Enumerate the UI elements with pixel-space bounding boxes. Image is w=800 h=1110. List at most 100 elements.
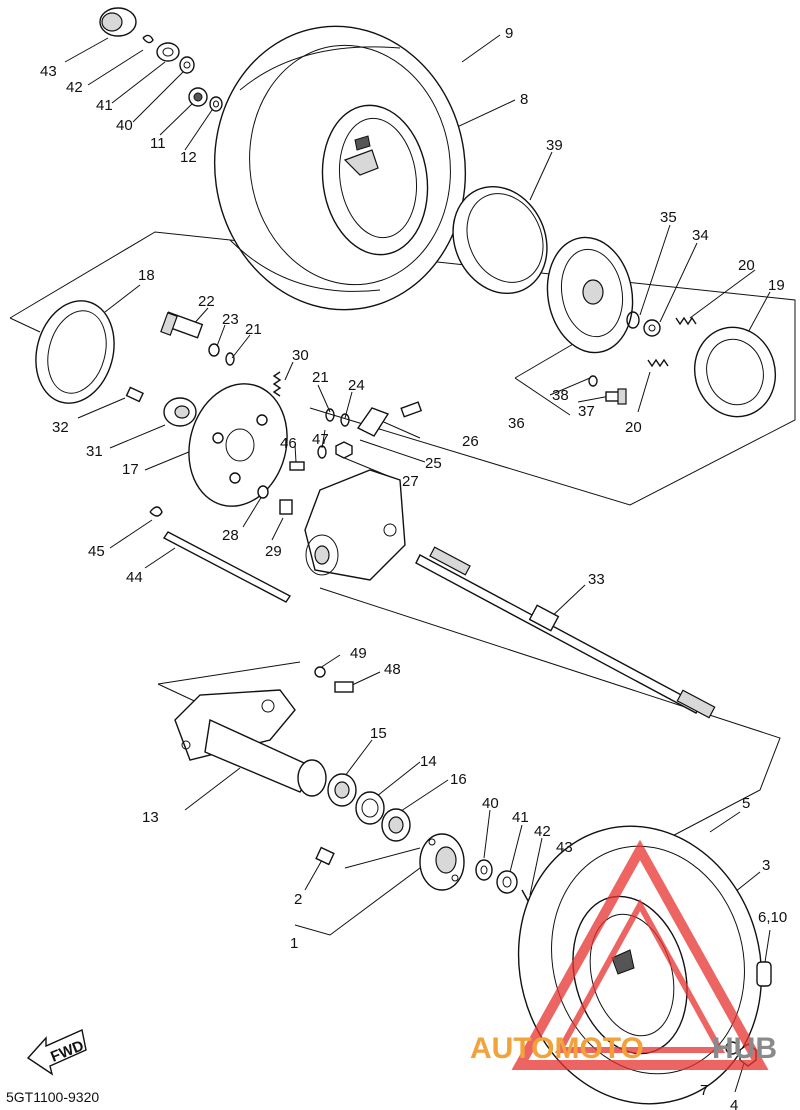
bolt-26 [400,401,423,418]
callout-label: 40 [482,795,499,812]
pin-shaft-44 [162,531,292,603]
watermark-triangle-icon [511,839,769,1070]
clip-45 [149,506,163,517]
oring-38 [588,375,598,387]
callout-label: 39 [546,137,563,154]
callout-label: 8 [520,91,528,108]
callout-label: 28 [222,527,239,544]
bolt-32 [125,386,144,403]
callout-label: 22 [198,293,215,310]
callout-label: 9 [505,25,513,42]
nut-41 [156,42,180,62]
callout-label: 18 [138,267,155,284]
drum-seal-ring-39 [452,185,548,295]
callout-label: 2 [294,891,302,908]
brake-drum [546,236,634,354]
washer-40-lower [475,859,493,881]
callout-label: 37 [578,403,595,420]
callout-label: 41 [512,809,529,826]
callout-label: 6,10 [758,909,787,926]
callout-label: 14 [420,753,437,770]
callout-label: 43 [40,63,57,80]
callout-label: 33 [588,571,605,588]
valve-6-10 [756,961,772,987]
watermark-text-2: HUB [712,1032,777,1065]
callout-label: 43 [556,839,573,856]
callout-label: 48 [384,661,401,678]
callout-label: 29 [265,543,282,560]
bolt-48 [334,681,354,693]
spring-30 [272,371,282,397]
brake-lever-25 [356,407,390,437]
fwd-arrow-icon: FWD [26,1029,87,1076]
bolt-29 [279,499,293,515]
bolt-37 [605,388,627,405]
wheel-hub-1 [419,833,465,891]
bolt-46 [289,461,305,471]
washer-7 [725,1041,739,1055]
callout-label: 42 [534,823,551,840]
group-outline-hub [294,847,441,936]
callout-label: 20 [625,419,642,436]
callout-label: 27 [402,473,419,490]
oil-seal-18 [35,300,115,404]
watermark-logo [511,839,769,1070]
bearing-14 [355,791,385,825]
callout-label: 20 [738,257,755,274]
callout-label: 24 [348,377,365,394]
brake-panel-17 [188,383,288,507]
washer-49 [314,666,326,678]
callout-label: 7 [700,1082,708,1099]
callout-label: 3 [762,857,770,874]
washer-23 [208,343,220,357]
callout-label: 21 [312,369,329,386]
oil-seal-15 [327,773,357,807]
watermark-triangle-inner-icon [554,898,726,1053]
castle-nut-43 [99,7,137,37]
callout-label: 19 [768,277,785,294]
callout-label: 25 [425,455,442,472]
callout-label: 26 [462,433,479,450]
spring-20-upper [675,316,697,326]
callout-label: 45 [88,543,105,560]
spring-20-lower [647,358,669,368]
washer-34 [643,319,661,337]
oring-47 [317,445,327,459]
bearing-cover-31 [163,397,197,427]
callout-label: 16 [450,771,467,788]
callout-label: 41 [96,97,113,114]
axle-housing-13 [174,689,327,797]
callout-label: 13 [142,809,159,826]
callout-label: 44 [126,569,143,586]
callout-label: 12 [180,149,197,166]
diagram-code: 5GT1100-9320 [6,1089,99,1105]
final-gear-case [304,469,406,581]
oring-21-left [225,352,235,366]
group-outline-drum [514,339,581,416]
fwd-label: FWD [48,1037,86,1066]
oring-35 [626,311,640,329]
callout-label: 15 [370,725,387,742]
washer-24 [340,413,350,427]
rear-axle-33 [415,546,716,719]
callout-label: 30 [292,347,309,364]
bolt-2 [315,846,335,866]
watermark-text-1: AUTOMOTO [470,1032,644,1065]
callout-label: 42 [66,79,83,96]
callout-label: 49 [350,645,367,662]
callout-label: 38 [552,387,569,404]
washer-12 [209,96,223,112]
nut-27 [335,441,353,459]
callout-label: 4 [730,1097,738,1110]
callout-label: 31 [86,443,103,460]
callout-label: 47 [312,431,329,448]
oil-seal-16 [381,808,411,842]
cotter-pin-42 [142,34,154,44]
callout-label: 46 [280,435,297,452]
group-outline-brake [9,231,796,506]
nut-41-lower [496,870,518,894]
callout-label: 1 [290,935,298,952]
callout-label: 34 [692,227,709,244]
callout-label: 40 [116,117,133,134]
